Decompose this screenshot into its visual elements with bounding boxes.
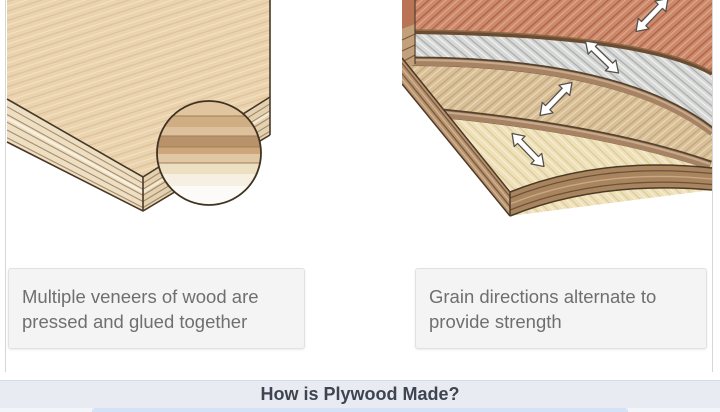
plywood-layers-illustration <box>402 0 712 230</box>
card-edge-right <box>712 0 713 372</box>
card-edge-left <box>5 0 6 372</box>
board-edge-outline <box>402 57 712 217</box>
layer-red-top <box>402 0 712 77</box>
layer-edge-curve-1 <box>407 56 712 138</box>
caption-right: Grain directions alternate to provide st… <box>415 268 707 349</box>
continue-button-top-edge[interactable] <box>92 408 628 412</box>
white-below-board <box>402 84 712 230</box>
caption-left: Multiple veneers of wood are pressed and… <box>8 268 305 349</box>
plywood-board-illustration <box>6 0 271 212</box>
left-cut-face <box>402 0 416 72</box>
laminated-edge-left-face <box>402 58 511 216</box>
layer-edge-curve-2 <box>419 106 712 172</box>
magnifier-circle <box>156 100 262 206</box>
caption-left-text: Multiple veneers of wood are pressed and… <box>22 285 259 332</box>
question-title: How is Plywood Made? <box>260 384 460 404</box>
caption-right-text: Grain directions alternate to provide st… <box>429 285 657 332</box>
question-title-bar: How is Plywood Made? <box>0 380 720 408</box>
